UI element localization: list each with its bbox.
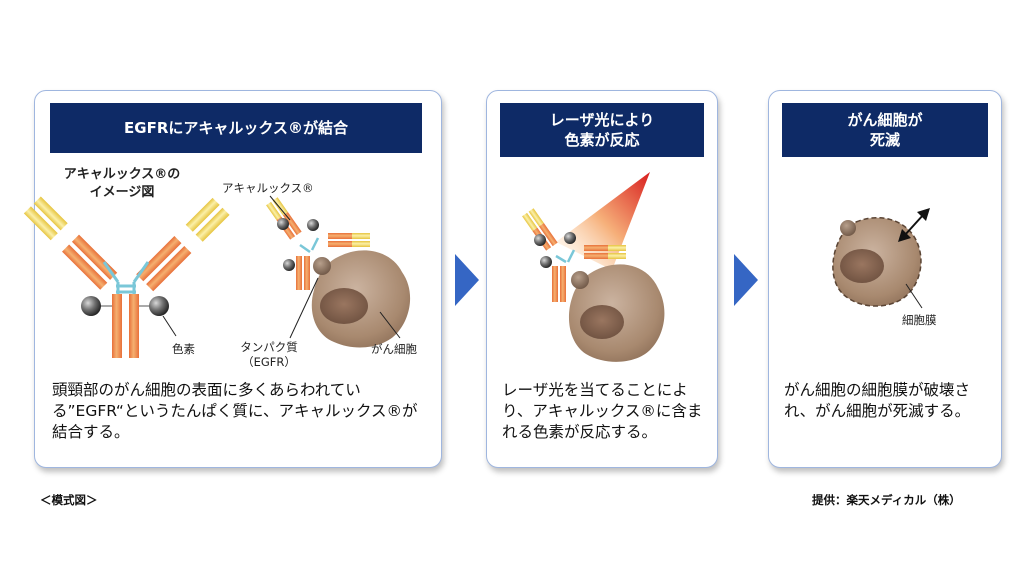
panel3-header-line1: がん細胞が: [847, 111, 923, 129]
footer-schematic-note: ＜模式図＞: [40, 493, 98, 507]
panel2-description: レーザ光を当てることにより、アキャルックス®に含まれる色素が反応する。: [502, 381, 703, 441]
egfr-leader: [289, 277, 319, 339]
panel1-header: EGFRにアキャルックス®が結合: [50, 103, 422, 153]
label-protein-line1: タンパク質: [240, 340, 298, 354]
panel3-header-line2: 死滅: [869, 131, 900, 149]
label-protein: タンパク質 （EGFR）: [232, 340, 306, 370]
antibody-hinge: [102, 261, 150, 294]
akyalux-leader: [269, 195, 291, 221]
image-title-line2: イメージ図: [89, 185, 155, 200]
laser-beam: [556, 172, 650, 270]
small-antibody-p2: [522, 208, 626, 302]
egfr-knob-p3: [840, 220, 856, 236]
rupture-arrow: [903, 213, 925, 237]
flow-arrow-2: [734, 254, 758, 306]
antibody-stem-right: [129, 294, 139, 358]
egfr-knob-p2: [571, 271, 589, 289]
panel2-header-line1: レーザ光により: [549, 111, 655, 129]
image-title-line1: アキャルックス®の: [63, 167, 181, 182]
dye-ball-right: [149, 296, 169, 316]
nucleus-p1: [320, 288, 368, 324]
antibody-stem-left: [112, 294, 122, 358]
cell-leader: [379, 311, 401, 339]
panel2-header: レーザ光により 色素が反応: [500, 103, 704, 157]
image-title: アキャルックス®の イメージ図: [58, 166, 186, 202]
panel1-description: 頭頸部のがん細胞の表面に多くあらわれている”EGFR“というたんぱく質に、アキャ…: [52, 381, 418, 441]
dye-ball-left: [81, 296, 101, 316]
label-dye: 色素: [172, 342, 195, 356]
membrane-leader: [905, 283, 923, 309]
flow-arrow-1: [455, 254, 479, 306]
nucleus-p2: [580, 305, 624, 339]
dye-leader: [162, 315, 177, 337]
panel2-header-line2: 色素が反応: [564, 131, 640, 149]
nucleus-p3: [840, 249, 884, 283]
antibody-right-arm: [136, 197, 230, 292]
rupture-arrow-head-down: [898, 229, 911, 242]
antibody-left-arm: [23, 196, 118, 290]
label-membrane: 細胞膜: [902, 313, 937, 327]
label-cancer-cell: がん細胞: [371, 342, 417, 356]
panel3-header: がん細胞が 死滅: [782, 103, 988, 157]
panel1-header-text: EGFRにアキャルックス®が結合: [124, 119, 348, 137]
label-akyalux: アキャルックス®: [222, 181, 314, 195]
small-antibody-p1: [266, 197, 370, 290]
egfr-knob-p1: [313, 257, 331, 275]
rupture-arrow-head-up: [917, 208, 930, 221]
label-protein-line2: （EGFR）: [242, 355, 296, 369]
footer-credit: 提供：楽天メディカル（株）: [812, 493, 961, 507]
panel3-description: がん細胞の細胞膜が破壊され、がん細胞が死滅する。: [784, 381, 971, 420]
